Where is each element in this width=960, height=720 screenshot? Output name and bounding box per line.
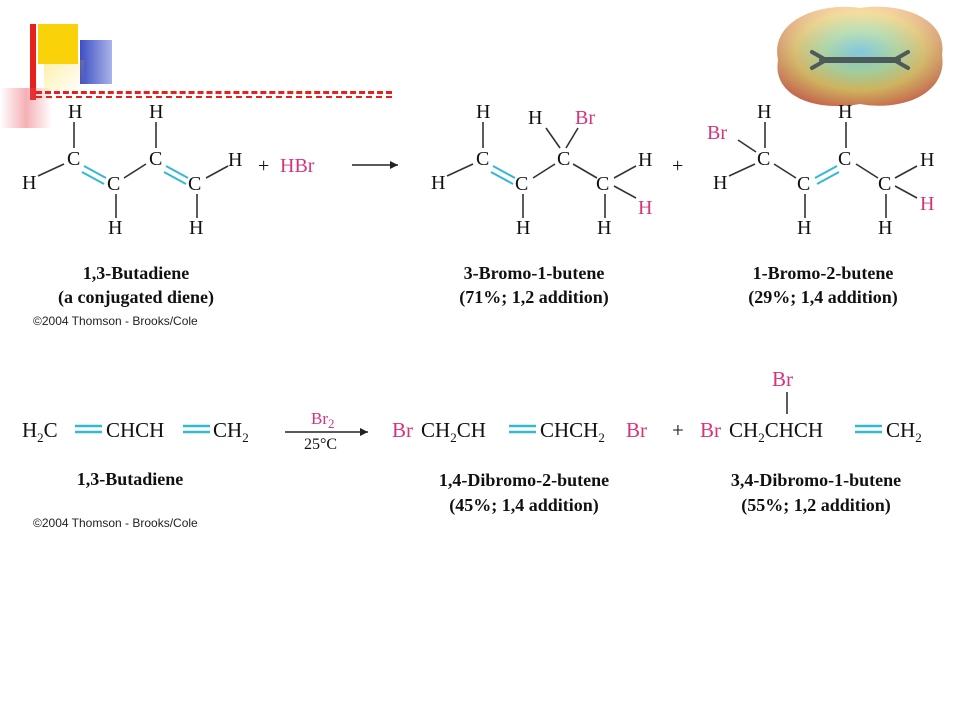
svg-text:H2C: H2C [22, 418, 58, 445]
atom-h: H [431, 172, 445, 194]
plus-sign: + [672, 418, 684, 442]
product2-name: 3,4-Dibromo-1-butene [731, 470, 901, 490]
svg-text:Br: Br [700, 418, 721, 442]
bromobutene-1-2-structure [446, 122, 637, 218]
reactant-name: 1,3-Butadiene [83, 263, 190, 283]
reaction-arrow-2 [285, 428, 368, 436]
atom-c: C [107, 173, 120, 195]
atom-h: H [638, 149, 652, 171]
atom-h: H [878, 217, 892, 239]
corner-pink-gradient [0, 88, 52, 128]
atom-br-highlight: Br [707, 122, 727, 144]
atom-c: C [515, 173, 528, 195]
dibromobutene-1-2-formula: Br CH2CHCH CH2 Br [700, 367, 922, 445]
dibromobutene-1-4-formula: Br CH2CH CHCH2 Br [392, 418, 647, 445]
title-underline-dashes [36, 91, 392, 94]
atom-c: C [596, 173, 609, 195]
svg-text:CHCH: CHCH [106, 418, 164, 442]
plus-sign: + [672, 155, 683, 177]
corner-red-bar [30, 24, 36, 100]
atom-c: C [878, 173, 891, 195]
product2-name: 1-Bromo-2-butene [753, 263, 894, 283]
atom-h: H [516, 217, 530, 239]
atom-h: H [528, 107, 542, 129]
atom-h: H [476, 101, 490, 123]
product1-name: 1,4-Dibromo-2-butene [439, 470, 609, 490]
atom-h: H [597, 217, 611, 239]
product2-yield: (29%; 1,4 addition) [748, 287, 898, 308]
plus-sign: + [258, 155, 269, 177]
atom-c: C [838, 148, 851, 170]
atom-c: C [476, 148, 489, 170]
butadiene-structure [37, 122, 229, 218]
electrostatic-potential-map-icon [777, 6, 943, 107]
product1-name: 3-Bromo-1-butene [464, 263, 605, 283]
reaction-arrow-1 [352, 161, 398, 169]
svg-text:CHCH2: CHCH2 [540, 418, 605, 445]
atom-h: H [797, 217, 811, 239]
reactant-description: (a conjugated diene) [58, 287, 214, 308]
reactant-name: 1,3-Butadiene [77, 469, 184, 489]
atom-h: H [228, 149, 242, 171]
atom-c: C [557, 148, 570, 170]
atom-h: H [713, 172, 727, 194]
atom-h-highlight: H [920, 193, 934, 215]
svg-text:CH2CH: CH2CH [421, 418, 486, 445]
corner-fade-block [44, 60, 84, 90]
corner-yellow-block [38, 24, 78, 64]
atom-h: H [22, 172, 36, 194]
atom-h: H [108, 217, 122, 239]
butadiene-condensed-formula: H2C CHCH CH2 [22, 418, 249, 445]
atom-h: H [757, 101, 771, 123]
atom-h: H [838, 101, 852, 123]
title-underline-dashes-2 [36, 96, 392, 98]
svg-text:Br: Br [392, 418, 413, 442]
atom-c: C [757, 148, 770, 170]
svg-text:CH2: CH2 [886, 418, 922, 445]
hbr-reagent: HBr [280, 155, 315, 177]
atom-h: H [920, 149, 934, 171]
svg-text:CH2: CH2 [213, 418, 249, 445]
corner-blue-block [80, 40, 112, 84]
product2-yield: (55%; 1,2 addition) [741, 495, 891, 516]
copyright-credit: ©2004 Thomson - Brooks/Cole [33, 314, 198, 328]
product1-yield: (45%; 1,4 addition) [449, 495, 599, 516]
bromobutene-1-4-structure [728, 122, 918, 218]
atom-c: C [67, 148, 80, 170]
atom-h: H [189, 217, 203, 239]
svg-text:Br: Br [626, 418, 647, 442]
br2-reagent: Br2 [311, 409, 335, 431]
atom-h: H [149, 101, 163, 123]
reaction-temperature: 25°C [304, 436, 337, 453]
atom-h-highlight: H [638, 197, 652, 219]
svg-text:CH2CHCH: CH2CHCH [729, 418, 823, 445]
product1-yield: (71%; 1,2 addition) [459, 287, 609, 308]
atom-c: C [149, 148, 162, 170]
atom-c: C [797, 173, 810, 195]
atom-br-highlight: Br [772, 367, 793, 391]
atom-br-highlight: Br [575, 107, 595, 129]
atom-c: C [188, 173, 201, 195]
atom-h: H [68, 101, 82, 123]
copyright-credit: ©2004 Thomson - Brooks/Cole [33, 516, 198, 530]
